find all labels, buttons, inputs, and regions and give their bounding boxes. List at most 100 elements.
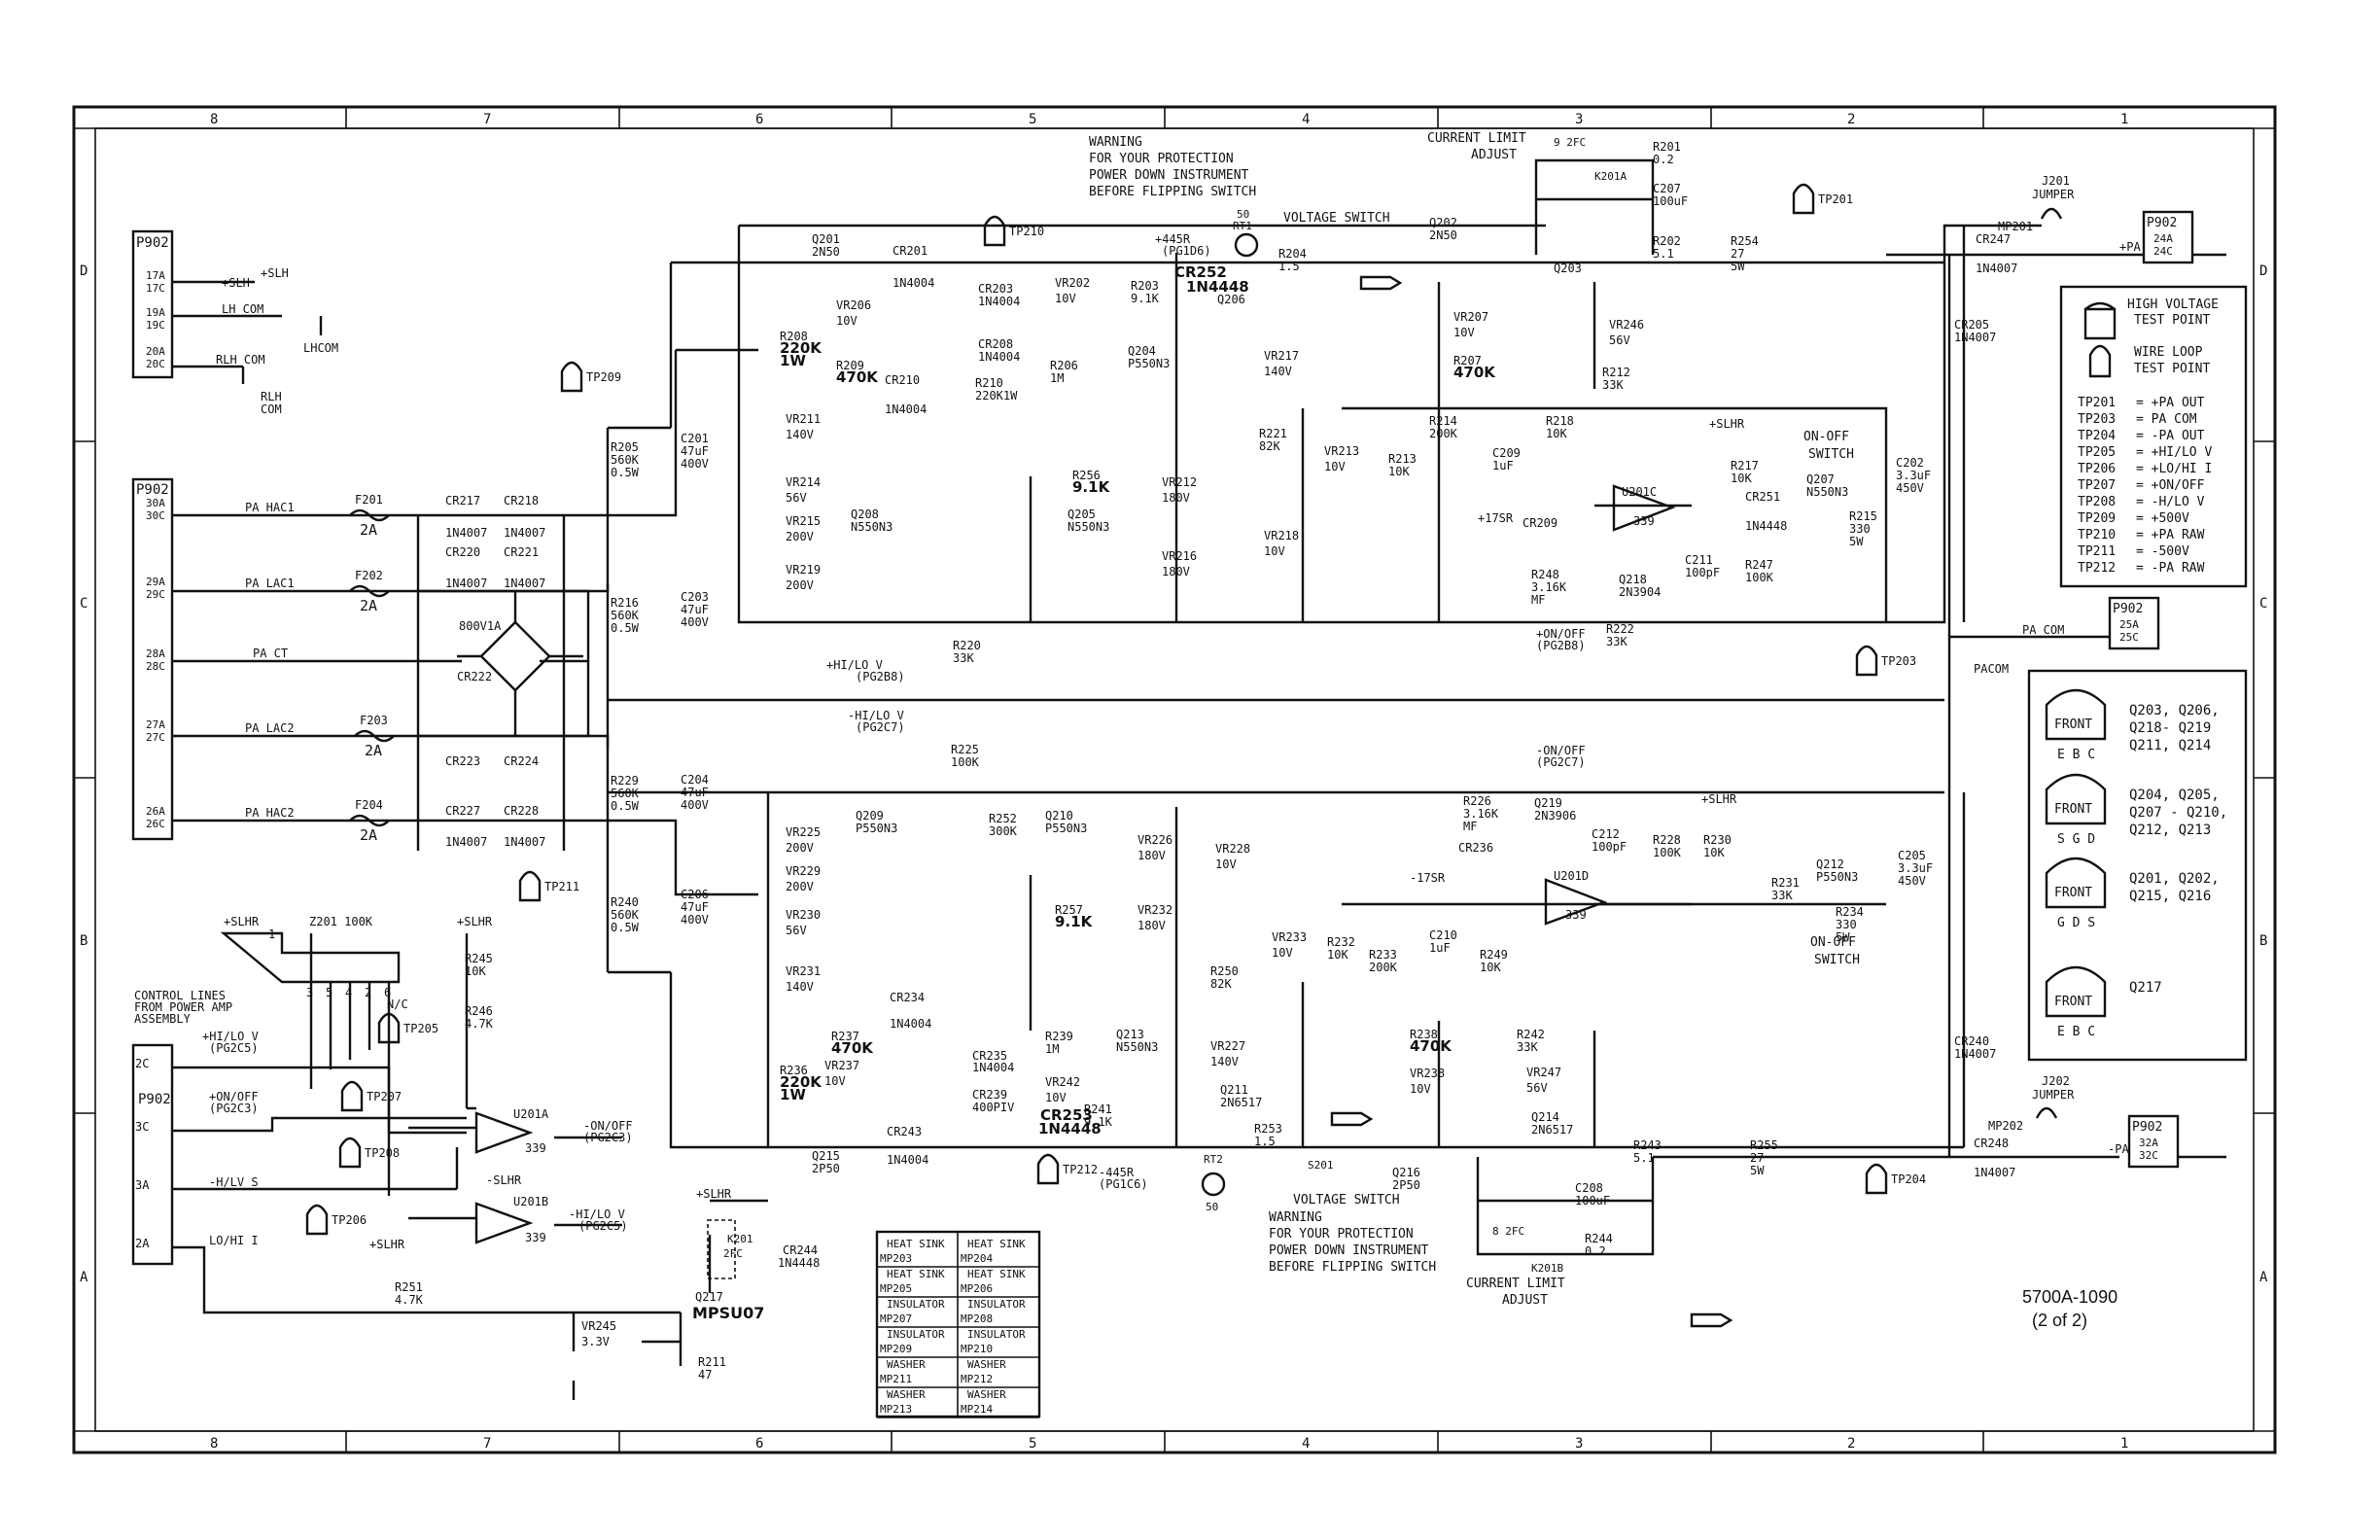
on-off-switch-top: ON-OFF SWITCH (1803, 430, 1854, 462)
svg-text:32C: 32C (2139, 1149, 2158, 1162)
legend-tp: TP211 (2078, 544, 2116, 559)
component-label: 33K (1606, 635, 1628, 648)
svg-text:PA LAC1: PA LAC1 (245, 577, 295, 590)
component-label: R243 (1633, 1138, 1662, 1152)
component-label: 47uF (681, 444, 709, 458)
component-label: VR212 (1162, 475, 1197, 489)
component-label: Q209 (856, 809, 884, 822)
svg-text:J201: J201 (2042, 174, 2070, 188)
component-label: 56V (1609, 333, 1630, 347)
svg-text:(PG1C6): (PG1C6) (1099, 1177, 1148, 1191)
component-label: 2N3904 (1619, 585, 1661, 599)
component-label: R226 (1463, 794, 1491, 808)
svg-text:-SLHR: -SLHR (486, 1173, 522, 1187)
component-label: 330 (1836, 918, 1857, 931)
table-cell: MP211 (880, 1373, 912, 1385)
component-label: N550N3 (1116, 1040, 1158, 1054)
svg-text:2A: 2A (135, 1237, 150, 1250)
component-label: 5W (1750, 1164, 1765, 1177)
component-label: R204 (1278, 247, 1307, 261)
component-label: 1N4448 (1038, 1120, 1102, 1138)
component-label: 2N3906 (1534, 809, 1576, 822)
component-label: C203 (681, 590, 709, 604)
component-label: R202 (1653, 234, 1681, 248)
legend-tp: TP206 (2078, 462, 2116, 476)
svg-text:(PG2C7): (PG2C7) (1536, 755, 1586, 769)
diode-label: CR244 (783, 1243, 818, 1257)
diode-label: CR248 (1974, 1137, 2009, 1150)
diode-label: 1N4004 (978, 350, 1020, 364)
component-label: 560K (611, 453, 640, 467)
component-label: Q215 (812, 1149, 840, 1163)
component-label: Q208 (851, 508, 879, 521)
component-label: VR216 (1162, 549, 1197, 563)
opamp-u201d: U201D 339 (1544, 869, 1608, 926)
component-label: 330 (1849, 522, 1871, 536)
svg-text:RLH COM: RLH COM (216, 353, 265, 367)
pin-label: 17A (146, 269, 165, 282)
diode-label: CR243 (887, 1125, 922, 1138)
component-label: 0.5W (611, 621, 640, 635)
legend-desc: = +PA OUT (2136, 396, 2205, 410)
component-label: 5.1 (1633, 1151, 1655, 1165)
component-label: CR252 (1174, 263, 1227, 281)
svg-text:ON-OFF: ON-OFF (1803, 430, 1849, 444)
component-label: Q206 (1217, 293, 1245, 306)
component-label: 10K (465, 964, 486, 978)
svg-text:9 2FC: 9 2FC (1554, 136, 1586, 149)
component-label: 1.5 (1254, 1135, 1276, 1148)
component-label: C202 (1896, 456, 1924, 470)
package-parts: Q215, Q216 (2129, 889, 2211, 904)
component-label: 1W (780, 352, 806, 369)
svg-text:(PG1D6): (PG1D6) (1162, 244, 1211, 258)
table-cell: HEAT SINK (887, 1268, 945, 1280)
component-label: VR247 (1526, 1066, 1561, 1079)
svg-text:+SLH: +SLH (222, 276, 250, 290)
component-label: 10V (1410, 1082, 1431, 1096)
test-point-label: TP204 (1891, 1172, 1926, 1186)
svg-text:K201A: K201A (1594, 170, 1627, 183)
diode-label: CR205 (1954, 318, 1989, 332)
test-point-label: TP210 (1009, 225, 1044, 238)
legend-desc: = +LO/HI I (2136, 462, 2212, 476)
svg-text:339: 339 (525, 1141, 546, 1155)
svg-text:3C: 3C (135, 1120, 149, 1134)
component-label: R217 (1731, 459, 1759, 472)
component-label: R229 (611, 774, 639, 788)
test-point-label: TP206 (332, 1213, 367, 1227)
component-label: VR214 (786, 475, 821, 489)
svg-text:+SLHR: +SLHR (369, 1238, 405, 1251)
table-cell: MP206 (961, 1282, 993, 1295)
component-label: Q204 (1128, 344, 1156, 358)
component-label: 200K (1429, 427, 1458, 440)
legend-tp: TP208 (2078, 495, 2116, 509)
diode-label: CR224 (504, 754, 539, 768)
svg-text:-17SR: -17SR (1410, 871, 1446, 885)
svg-text:5700A-1090: 5700A-1090 (2022, 1287, 2118, 1307)
table-cell: INSULATOR (887, 1328, 945, 1341)
package-parts: Q201, Q202, (2129, 871, 2220, 887)
svg-text:CR222: CR222 (457, 670, 492, 683)
table-cell: INSULATOR (967, 1328, 1026, 1341)
component-label: 10K (1731, 472, 1752, 485)
svg-text:(PG2B8): (PG2B8) (856, 670, 905, 683)
component-label: 47uF (681, 900, 709, 914)
component-label: R253 (1254, 1122, 1282, 1136)
component-label: 220K1W (975, 389, 1018, 402)
diode-label: 1N4007 (1954, 1047, 1996, 1061)
test-point-label: TP201 (1818, 192, 1853, 206)
svg-text:(PG2C3): (PG2C3) (209, 1102, 259, 1115)
package-outline (2045, 773, 2107, 825)
component-label: 200V (786, 578, 814, 592)
component-label: 47uF (681, 603, 709, 616)
table-cell: HEAT SINK (967, 1238, 1026, 1250)
component-label: 1uF (1492, 459, 1514, 472)
package-pins: E B C (2057, 748, 2095, 762)
component-label: 560K (611, 908, 640, 922)
component-label: 5W (1731, 260, 1745, 273)
row-label: B (2259, 933, 2267, 949)
component-label: 3.16K (1531, 580, 1567, 594)
component-label: 470K (831, 1039, 874, 1057)
